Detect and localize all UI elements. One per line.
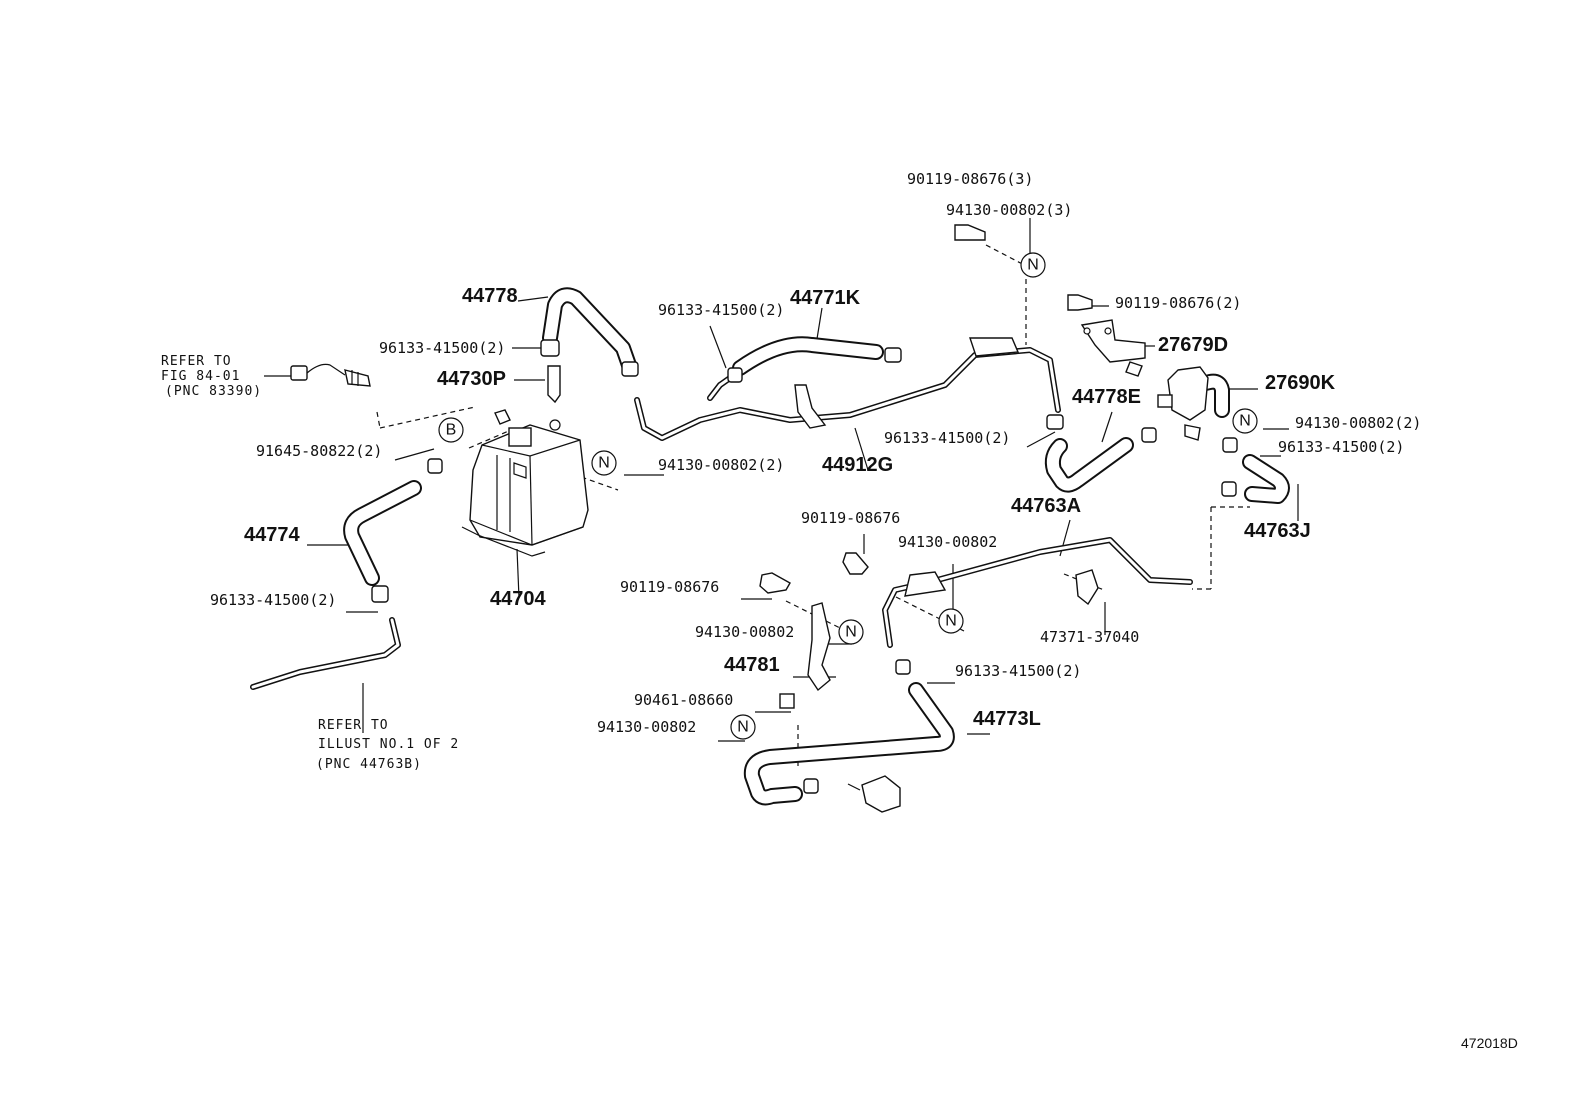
callout-circle-b <box>438 417 464 443</box>
label-44771K: 44771K <box>790 287 861 309</box>
callout-n-label: N <box>1027 257 1039 274</box>
charcoal-canister-44704 <box>461 419 589 557</box>
callout-b-label: B <box>446 422 457 439</box>
label-44778E: 44778E <box>1072 386 1141 408</box>
label-44773L: 44773L <box>973 708 1041 730</box>
callout-circle-n <box>591 450 617 476</box>
label-44774: 44774 <box>244 524 300 546</box>
label-47371-37040: 47371-37040 <box>1040 628 1139 646</box>
refer-top-line3: (PNC 83390) <box>165 384 262 399</box>
label-90119-08676-3: 90119-08676(3) <box>907 170 1033 188</box>
label-44704: 44704 <box>490 588 546 610</box>
label-44778: 44778 <box>462 285 518 307</box>
hose-clamps <box>371 339 1238 794</box>
label-90119-08676-mid: 90119-08676 <box>801 509 900 527</box>
callout-circle-n <box>1232 408 1258 434</box>
label-96133-41500-left: 96133-41500(2) <box>379 339 505 357</box>
callout-markers: N N B N N N N <box>438 252 1258 740</box>
label-96133-41500-mid: 96133-41500(2) <box>884 429 1010 447</box>
label-27690K: 27690K <box>1265 372 1336 394</box>
callout-n-label: N <box>598 455 610 472</box>
label-94130-00802-bracket: 94130-00802 <box>695 623 794 641</box>
refer-top-line2: FIG 84-01 <box>161 369 240 384</box>
label-44763J: 44763J <box>1244 520 1311 542</box>
callout-n-label: N <box>945 613 957 630</box>
label-94130-00802-3: 94130-00802(3) <box>946 201 1072 219</box>
label-90119-08676-left: 90119-08676 <box>620 578 719 596</box>
callout-circle-n <box>1020 252 1046 278</box>
callout-n-label: N <box>845 624 857 641</box>
label-94130-00802-tank: 94130-00802(2) <box>658 456 784 474</box>
brackets-and-fittings <box>779 319 1209 813</box>
label-96133-41500-top: 96133-41500(2) <box>658 301 784 319</box>
label-44781: 44781 <box>724 654 780 676</box>
callout-n-label: N <box>737 719 749 736</box>
label-44730P: 44730P <box>437 368 506 390</box>
label-96133-41500-right: 96133-41500(2) <box>1278 438 1404 456</box>
callout-circle-n <box>838 619 864 645</box>
part-labels: 90119-08676(3) 94130-00802(3) 44778 9613… <box>210 170 1421 736</box>
callout-circle-n <box>938 608 964 634</box>
label-94130-00802-mid: 94130-00802 <box>898 533 997 551</box>
refer-bottom-line1: REFER TO <box>318 718 389 733</box>
label-27679D: 27679D <box>1158 334 1228 356</box>
label-94130-00802-right: 94130-00802(2) <box>1295 414 1421 432</box>
bolts <box>547 224 1143 594</box>
refer-bottom-line2: ILLUST NO.1 OF 2 <box>318 737 459 752</box>
label-90461-08660: 90461-08660 <box>634 691 733 709</box>
figure-id: 472018D <box>1461 1035 1518 1051</box>
label-90119-08676-2: 90119-08676(2) <box>1115 294 1241 312</box>
label-91645-80822: 91645-80822(2) <box>256 442 382 460</box>
refer-bottom-line3: (PNC 44763B) <box>316 757 422 772</box>
hoses <box>343 287 1290 806</box>
label-96133-41500-low: 96133-41500(2) <box>210 591 336 609</box>
refer-top-line1: REFER TO <box>161 354 232 369</box>
label-44912G: 44912G <box>822 454 893 476</box>
label-94130-00802-bottom: 94130-00802 <box>597 718 696 736</box>
callout-n-label: N <box>1239 413 1251 430</box>
reference-notes: REFER TO FIG 84-01 (PNC 83390) REFER TO … <box>161 354 459 772</box>
label-44763A: 44763A <box>1011 495 1081 517</box>
label-96133-41500-bottom: 96133-41500(2) <box>955 662 1081 680</box>
callout-circle-n <box>730 714 756 740</box>
sensor-connector <box>290 363 511 425</box>
